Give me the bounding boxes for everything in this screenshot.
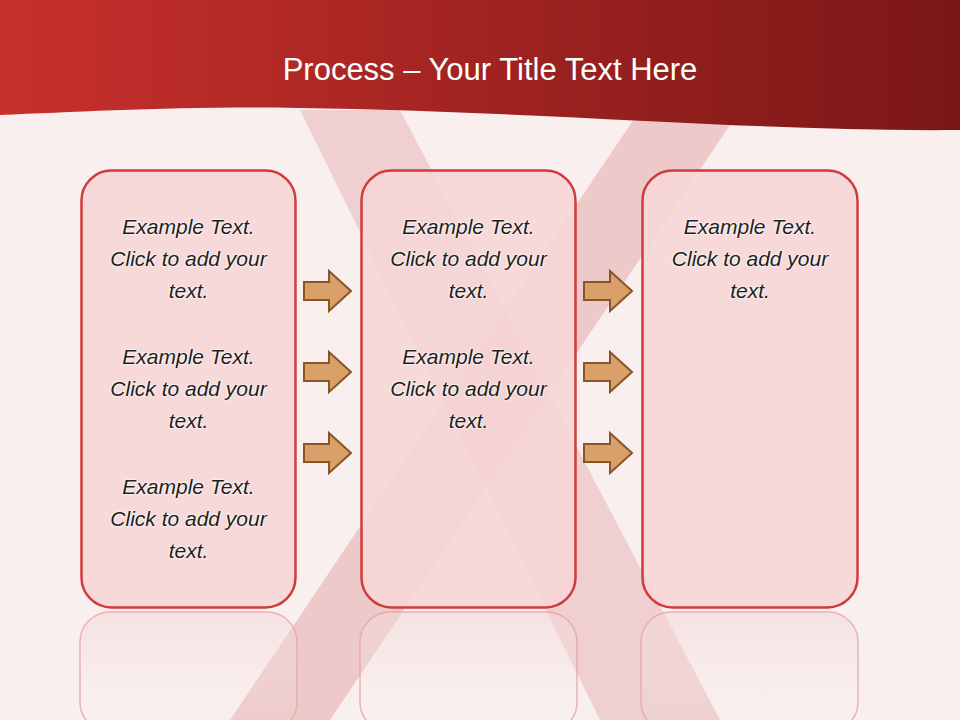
process-box: Example Text. Click to add your text. Exa… xyxy=(360,169,577,609)
box-text: Example Text. Click to add your text. xyxy=(109,211,269,307)
box-text: Example Text. Click to add your text. xyxy=(389,211,549,307)
block-arrow xyxy=(584,271,632,311)
block-arrow xyxy=(584,433,632,473)
box-text: Example Text. Click to add your text. xyxy=(389,341,549,437)
process-box: Example Text. Click to add your text. xyxy=(641,169,859,609)
box-text: Example Text. Click to add your text. xyxy=(109,341,269,437)
box-text: Example Text. Click to add your text. xyxy=(670,211,830,307)
slide-title: Process – Your Title Text Here xyxy=(20,52,960,88)
block-arrow xyxy=(304,433,351,473)
process-box: Example Text. Click to add your text. Exa… xyxy=(80,169,297,609)
block-arrow xyxy=(584,352,632,392)
block-arrow xyxy=(304,271,351,311)
box-text: Example Text. Click to add your text. xyxy=(109,471,269,567)
block-arrow xyxy=(304,352,351,392)
